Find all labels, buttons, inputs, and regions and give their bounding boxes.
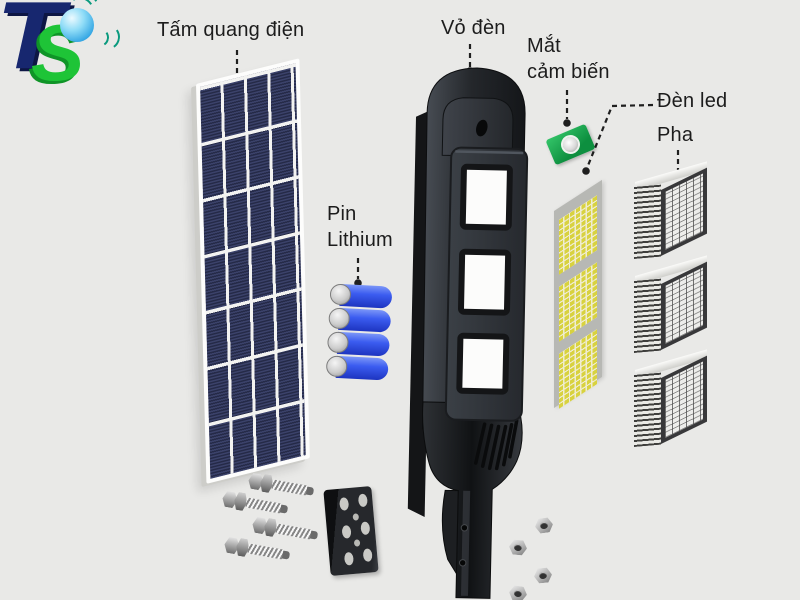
logo-ball-icon [60,8,94,42]
bracket-hole [352,513,360,521]
battery-cell [326,330,390,357]
lamp-lower-arm [422,401,523,599]
led-board [554,179,602,409]
frame-highlight [455,150,524,155]
bracket-hole [339,497,350,511]
label-battery: Pin Lithium [327,203,393,251]
lamp-arm-flare [441,489,459,576]
reflector-side-fins [634,372,661,447]
led-array [559,195,597,275]
lamp-window [456,332,510,395]
label-motion-sensor: Mắt cảm biến [527,35,610,83]
label-reflector: Pha [657,124,694,146]
bracket-hole [362,548,373,563]
label-led-light: Đèn led [657,90,728,112]
lithium-battery-pack [325,282,393,383]
bracket-hole [357,493,368,508]
solar-panel [196,58,310,484]
sensor-eye-icon [558,132,583,157]
label-lamp-housing: Vỏ đèn [441,17,506,39]
lamp-housing [407,67,529,599]
lamp-vent-slots [474,419,519,471]
leader-dot [563,119,571,127]
logo-letter-t: T [0,0,64,89]
battery-cell [329,282,393,309]
lamp-arm-hole [458,559,467,567]
bracket-hole [343,551,354,566]
lamp-arm-highlight [460,490,471,596]
reflector-module [634,161,710,259]
bracket-hole [341,525,352,539]
mounting-bracket [323,486,379,576]
reflector-side-fins [634,278,661,353]
bracket-hole [360,521,371,536]
bracket-hole [353,539,361,547]
reflector-side-fins [634,184,661,259]
led-array [559,262,597,342]
leader-led-light [585,103,654,169]
lamp-hanging-hole [476,119,488,137]
lamp-window [459,163,513,231]
battery-cell [328,306,392,333]
lamp-window [458,248,512,316]
reflector-module [634,255,710,353]
lamp-arm-hole [460,524,469,532]
ts-logo: T S [0,0,130,140]
leader-dot [582,167,590,175]
label-solar-panel: Tấm quang điện [157,19,305,41]
reflector-stack [634,161,710,447]
battery-cell [325,354,389,381]
reflector-module [634,349,710,447]
